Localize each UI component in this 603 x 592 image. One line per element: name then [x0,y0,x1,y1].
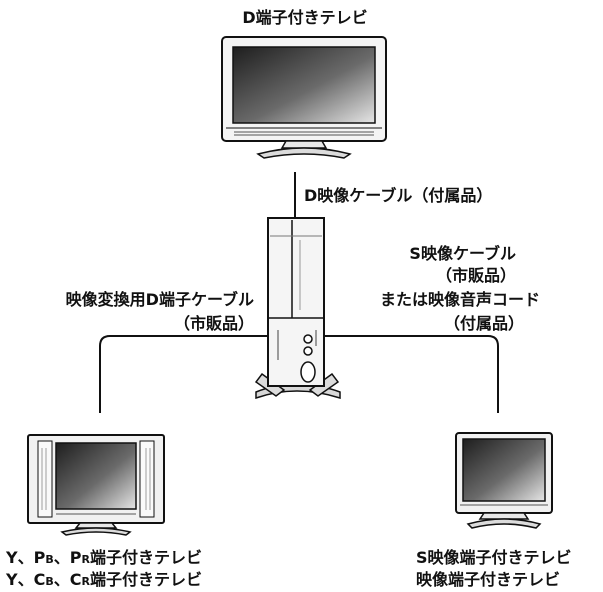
left-cable-label-line2: （市販品） [173,314,254,333]
right-tv-label-line1: S映像端子付きテレビ [416,548,572,567]
s-cable-label-line2: （市販品） [435,266,516,285]
top-tv-icon [221,36,387,159]
s-cable-label-line4: （付属品） [443,314,524,333]
left-tv-icon [27,434,165,536]
s-cable-label-line3: または映像音声コード [379,290,540,309]
left-cable-label-line1: 映像変換用D端子ケーブル [65,290,254,309]
left-tv-label-line2: Y、CB、CR端子付きテレビ [6,570,202,589]
d-cable-label: D映像ケーブル（付属品） [304,186,493,205]
top-tv-label: D端子付きテレビ [242,8,368,27]
left-tv-label-line1: Y、PB、PR端子付きテレビ [6,548,202,567]
right-tv-label-line2: 映像端子付きテレビ [416,570,561,589]
s-cable-label-line1: S映像ケーブル [409,244,516,263]
cable-lines [99,172,499,413]
right-tv-icon [455,432,553,529]
center-device-icon [254,217,341,400]
